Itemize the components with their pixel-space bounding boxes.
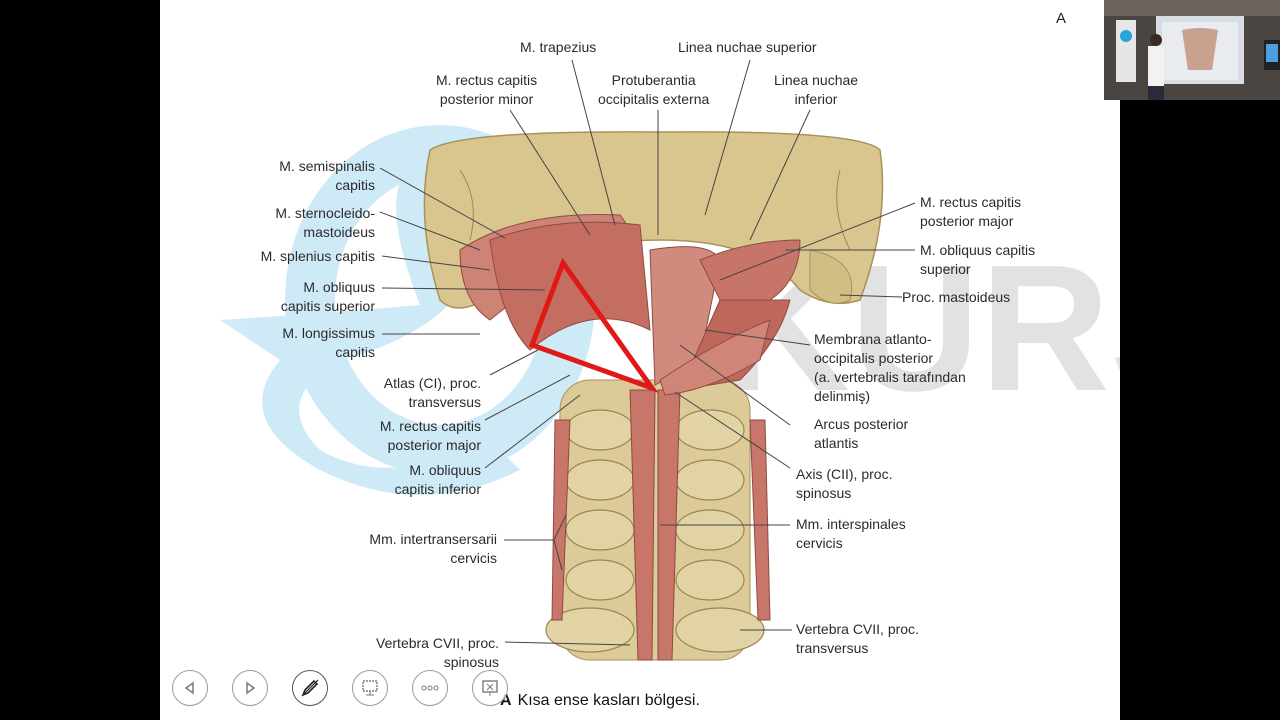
monitor-icon [362,680,378,696]
highlight-triangle [528,257,659,394]
more-icon [421,685,439,691]
label-axis: Axis (CII), proc. spinosus [796,466,893,501]
screen-button[interactable] [352,670,388,706]
label-interspinales: Mm. interspinales cervicis [796,516,906,551]
next-button[interactable] [232,670,268,706]
label-membrana: Membrana atlanto- occipitalis posterior … [814,331,966,404]
chevron-left-icon [184,681,194,695]
label-vertebra-cvii-spinosus: Vertebra CVII, proc. spinosus [376,635,499,670]
chevron-right-icon [246,681,256,695]
label-splenius: M. splenius capitis [260,248,375,264]
figure-letter: A [1056,10,1067,27]
label-linea-nuchae-superior: Linea nuchae superior [678,39,817,55]
label-obliquus-superior-right: M. obliquus capitis superior [920,242,1036,277]
label-obliquus-superior-left: M. obliquus capitis superior [280,279,375,314]
label-rectus-capitis-minor: M. rectus capitis posterior minor [436,72,538,107]
presentation-slide: KURS A [160,0,1120,720]
webcam-overlay [1104,0,1280,100]
label-sternocleidomastoideus: M. sternocleido- mastoideus [275,205,375,240]
previous-button[interactable] [172,670,208,706]
caption-prefix: A [500,692,512,709]
caption-text: Kısa ense kasları bölgesi. [517,692,700,709]
label-rectus-major-right: M. rectus capitis posterior major [920,194,1022,229]
label-mastoideus: Proc. mastoideus [902,289,1011,305]
end-show-button[interactable] [472,670,508,706]
pen-icon [301,679,319,697]
close-screen-icon [482,680,498,696]
label-trapezius: M. trapezius [520,39,597,55]
label-rectus-major-left: M. rectus capitis posterior major [379,418,481,453]
label-arcus-posterior: Arcus posterior atlantis [814,416,909,451]
label-intertransversarii: Mm. intertransersarii cervicis [369,531,497,566]
label-longissimus: M. longissimus capitis [282,325,375,360]
label-atlas: Atlas (CI), proc. transversus [383,375,481,410]
webcam-feed [1104,0,1280,100]
label-vertebra-cvii-transversus: Vertebra CVII, proc. transversus [796,621,919,656]
more-button[interactable] [412,670,448,706]
figure-caption: A Kısa ense kasları bölgesi. [500,692,700,710]
label-obliquus-inferior: M. obliquus capitis inferior [394,462,481,497]
label-linea-nuchae-inferior: Linea nuchae inferior [774,72,859,107]
label-semispinalis: M. semispinalis capitis [279,158,375,193]
label-protuberantia: Protuberantia occipitalis externa [598,72,710,107]
pen-button[interactable] [292,670,328,706]
anatomy-illustration [379,59,916,661]
